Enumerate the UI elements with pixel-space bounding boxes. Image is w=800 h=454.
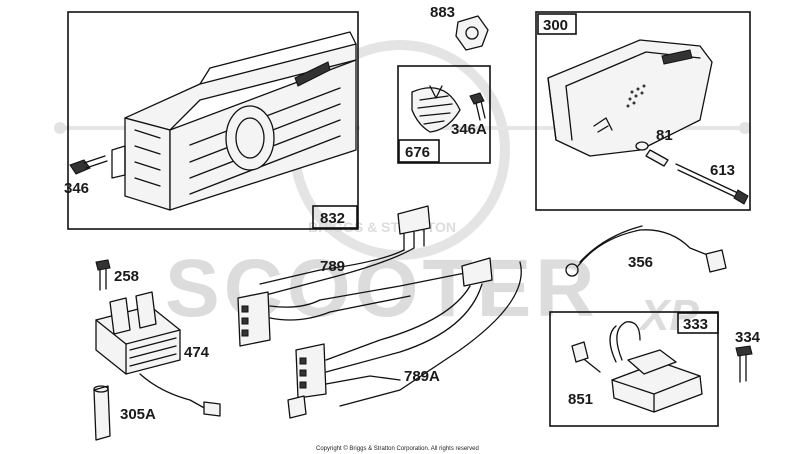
- screw-334-drawing: [735, 345, 753, 383]
- lock-plate-drawing: [411, 85, 461, 133]
- bolt-346-drawing: [69, 155, 108, 175]
- screw-258-drawing: [95, 259, 111, 291]
- callout-334: 334: [735, 329, 761, 346]
- callout-474: 474: [184, 344, 210, 361]
- muffler-guard-drawing: [111, 31, 357, 211]
- callout-box-676: [398, 139, 440, 163]
- callout-676: 676: [405, 144, 430, 161]
- box-300: [535, 11, 751, 211]
- callout-box-300: [537, 13, 577, 35]
- wire-harness-789A-drawing: [287, 257, 522, 419]
- washer-81-drawing: [635, 141, 669, 167]
- armature-474-drawing: [95, 291, 221, 417]
- gasket-883-drawing: [455, 15, 489, 51]
- box-333: [549, 311, 719, 427]
- box-832: [67, 11, 359, 230]
- spacer-305A-drawing: [93, 385, 111, 441]
- copyright-notice: Copyright © Briggs & Stratton Corporatio…: [316, 445, 479, 452]
- callout-789A: 789A: [404, 368, 440, 385]
- watermark-accent: XP: [637, 291, 699, 340]
- callout-346: 346: [64, 180, 89, 197]
- callout-789: 789: [320, 258, 345, 275]
- watermark: BRIGGS & STRATTON SCOOTER XP: [54, 40, 751, 340]
- callout-832: 832: [320, 210, 345, 227]
- callout-258: 258: [114, 268, 139, 285]
- callout-333: 333: [683, 316, 708, 333]
- ground-wire-356-drawing: [565, 225, 727, 277]
- callout-356: 356: [628, 254, 653, 271]
- callout-883: 883: [430, 4, 455, 21]
- callout-box-333: [677, 312, 719, 334]
- callout-305A: 305A: [120, 406, 156, 423]
- callout-box-832: [312, 205, 358, 229]
- callout-851: 851: [568, 391, 593, 408]
- bolt-346A-drawing: [469, 92, 486, 121]
- callout-300: 300: [543, 17, 568, 34]
- watermark-brand: SCOOTER: [165, 243, 598, 334]
- callout-346A: 346A: [451, 121, 487, 138]
- stud-613-drawing: [675, 163, 749, 205]
- wire-harness-789-drawing: [237, 205, 471, 347]
- callout-81: 81: [656, 127, 673, 144]
- callout-613: 613: [710, 162, 735, 179]
- muffler-drawing: [547, 39, 713, 157]
- box-676: [397, 65, 491, 164]
- ignition-coil-drawing: [571, 321, 703, 413]
